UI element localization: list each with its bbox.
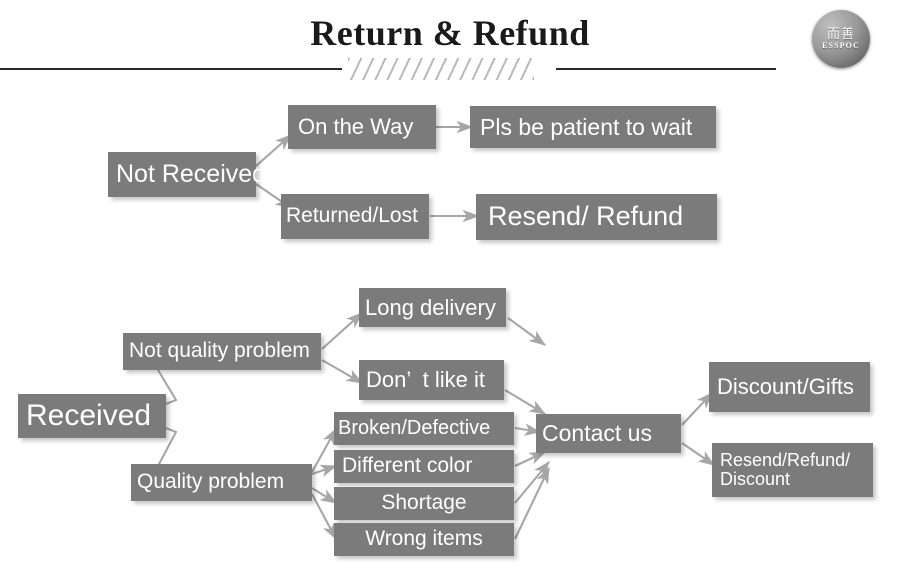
node-label: Received bbox=[26, 398, 152, 432]
node-not-quality-problem[interactable]: Not quality problem bbox=[123, 333, 321, 370]
node-label: Different color bbox=[342, 454, 473, 478]
logo-cn-text: 而善 bbox=[826, 26, 855, 41]
node-label: Resend/ Refund bbox=[488, 201, 684, 232]
node-label: Discount/Gifts bbox=[717, 374, 854, 400]
node-label: Wrong items bbox=[365, 527, 483, 551]
node-label: Not quality problem bbox=[129, 339, 310, 363]
node-label: Contact us bbox=[542, 420, 652, 447]
node-label: Resend/Refund/ Discount bbox=[720, 449, 851, 489]
node-not-received[interactable]: Not Received bbox=[108, 152, 266, 197]
node-shortage[interactable]: Shortage bbox=[334, 487, 514, 520]
node-long-delivery[interactable]: Long delivery bbox=[359, 288, 506, 327]
node-wrong-items[interactable]: Wrong items bbox=[334, 523, 514, 556]
node-received[interactable]: Received bbox=[18, 394, 166, 438]
node-label: Quality problem bbox=[137, 470, 285, 494]
node-on-the-way[interactable]: On the Way bbox=[288, 105, 436, 149]
node-discount-gifts[interactable]: Discount/Gifts bbox=[709, 362, 870, 412]
node-quality-problem[interactable]: Quality problem bbox=[131, 464, 312, 501]
node-label: Shortage bbox=[381, 491, 467, 515]
header-rule-left bbox=[0, 68, 342, 70]
node-broken-defective[interactable]: Broken/Defective bbox=[334, 412, 514, 445]
node-label: Long delivery bbox=[365, 294, 496, 320]
node-label: Broken/Defective bbox=[338, 416, 491, 439]
node-returned-lost[interactable]: Returned/Lost bbox=[281, 194, 429, 239]
node-label: Returned/Lost bbox=[286, 204, 418, 228]
node-pls-be-patient[interactable]: Pls be patient to wait bbox=[470, 106, 716, 148]
header-rule-right bbox=[556, 68, 776, 70]
node-resend-refund[interactable]: Resend/ Refund bbox=[476, 194, 717, 240]
node-label: Not Received bbox=[116, 160, 267, 188]
node-label: On the Way bbox=[298, 114, 414, 140]
node-different-color[interactable]: Different color bbox=[334, 450, 514, 483]
logo-en-text: ESSPOC bbox=[822, 41, 860, 50]
node-label: Pls be patient to wait bbox=[480, 113, 693, 140]
node-dont-like-it[interactable]: Don’ t like it bbox=[359, 360, 504, 400]
node-resend-refund-discount[interactable]: Resend/Refund/ Discount bbox=[712, 443, 873, 497]
node-label: Don’ t like it bbox=[366, 367, 486, 393]
page-title: Return & Refund bbox=[310, 13, 590, 53]
esspoc-logo: 而善 ESSPOC bbox=[812, 10, 870, 68]
header-hatch-ornament bbox=[348, 58, 534, 80]
node-contact-us[interactable]: Contact us bbox=[536, 414, 681, 453]
